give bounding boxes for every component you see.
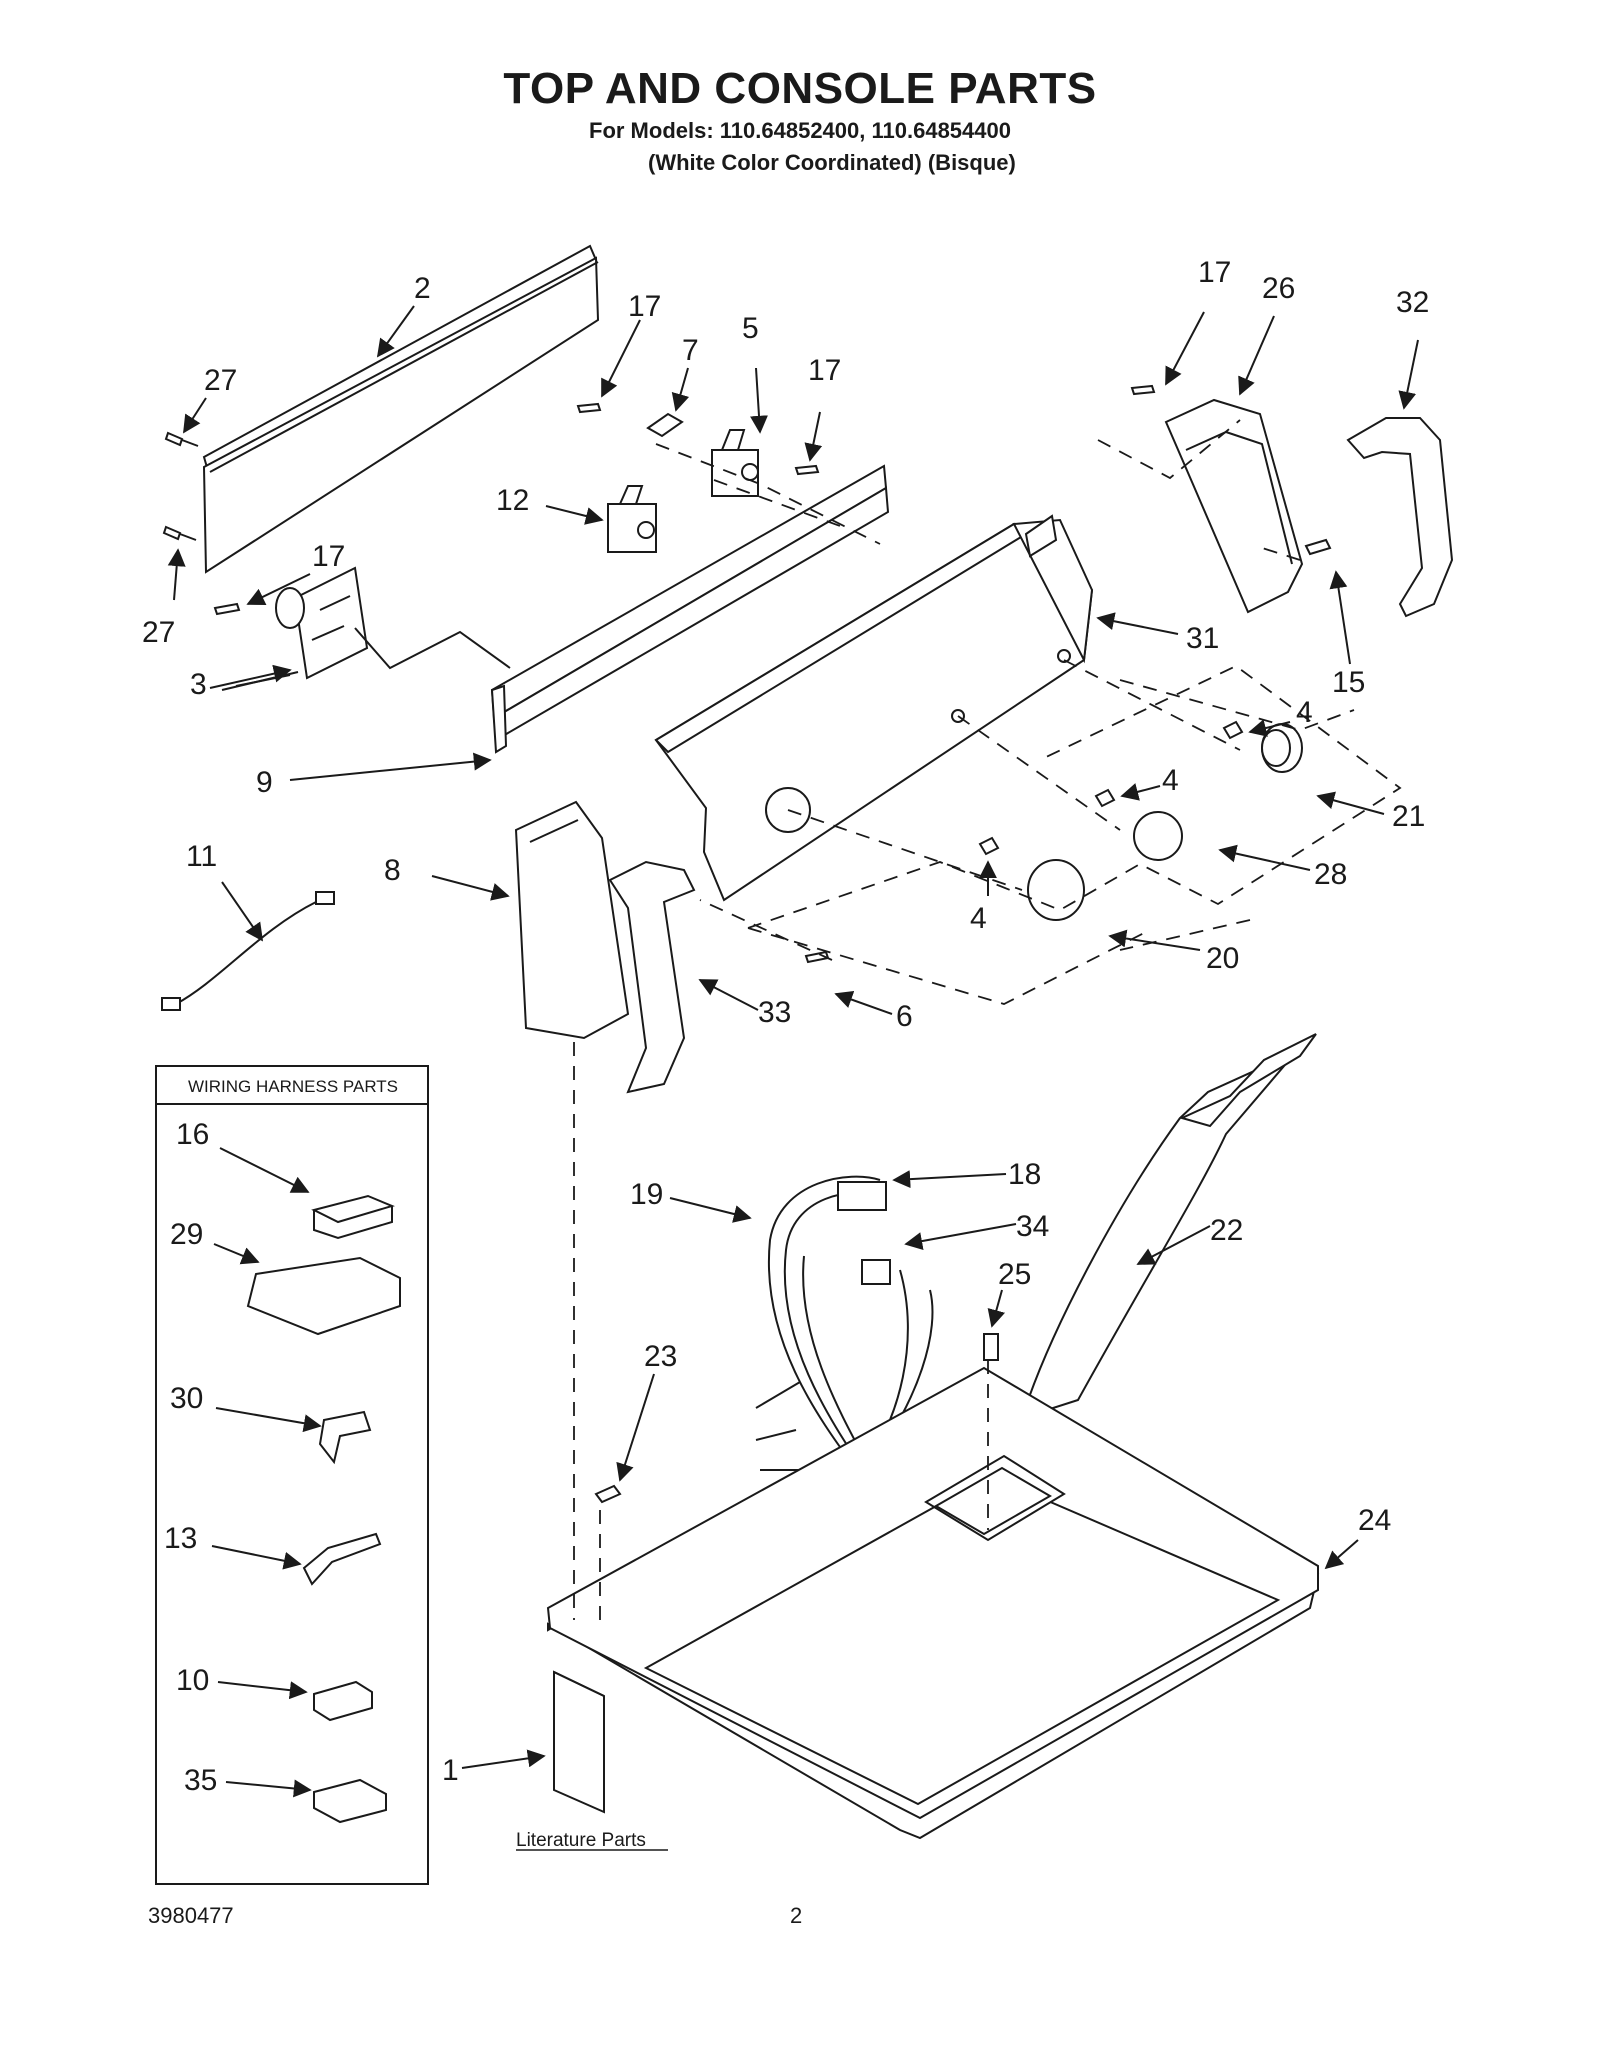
rear-panel-part xyxy=(202,244,600,574)
callout-7: 7 xyxy=(682,334,699,367)
callout-35: 35 xyxy=(184,1764,217,1797)
callout-3: 3 xyxy=(190,668,207,701)
document-number: 3980477 xyxy=(148,1903,234,1928)
callout-17: 17 xyxy=(628,290,661,323)
terminal-part xyxy=(861,1259,891,1285)
wire-part xyxy=(161,891,335,1011)
end-trim-part xyxy=(608,860,696,1094)
callout-21: 21 xyxy=(1392,800,1425,833)
callout-16: 16 xyxy=(176,1118,209,1151)
top-panel-part xyxy=(546,1366,1320,1840)
screw-part xyxy=(576,402,602,414)
callout-25: 25 xyxy=(998,1258,1031,1291)
callout-9: 9 xyxy=(256,766,273,799)
callout-arrows xyxy=(167,305,1419,1798)
callout-22: 22 xyxy=(1210,1214,1243,1247)
clip-part xyxy=(594,1484,622,1504)
callout-18: 18 xyxy=(1008,1158,1041,1191)
callout-6: 6 xyxy=(896,1000,913,1033)
end-cap-part xyxy=(514,800,630,1040)
end-cap-part xyxy=(1164,398,1304,614)
wiring-box-frame xyxy=(155,1065,429,1885)
screw-part xyxy=(162,431,199,541)
callout-4: 4 xyxy=(1162,764,1179,797)
lint-screen-part xyxy=(1020,1033,1317,1420)
callout-23: 23 xyxy=(644,1340,677,1373)
knob-part xyxy=(978,720,1303,921)
callout-11: 11 xyxy=(186,840,217,873)
literature-label: Literature Parts xyxy=(516,1830,646,1851)
callout-31: 31 xyxy=(1186,622,1219,655)
callout-17: 17 xyxy=(1198,256,1231,289)
callout-19: 19 xyxy=(630,1178,663,1211)
callout-8: 8 xyxy=(384,854,401,887)
literature-edge xyxy=(553,1671,605,1697)
callout-20: 20 xyxy=(1206,942,1239,975)
variants-line: (White Color Coordinated) (Bisque) xyxy=(648,150,1016,175)
clip-part xyxy=(646,412,684,438)
screw-part xyxy=(794,464,820,476)
console-part xyxy=(654,514,1094,902)
callout-5: 5 xyxy=(742,312,759,345)
switch-part xyxy=(607,429,759,553)
callout-33: 33 xyxy=(758,996,791,1029)
end-trim-part xyxy=(1346,417,1454,618)
callout-13: 13 xyxy=(164,1522,197,1555)
switch-part xyxy=(275,566,511,680)
callout-34: 34 xyxy=(1016,1210,1049,1243)
callout-24: 24 xyxy=(1358,1504,1391,1537)
wiring-box-heading: WIRING HARNESS PARTS xyxy=(188,1077,398,1096)
callout-29: 29 xyxy=(170,1218,203,1251)
callout-4: 4 xyxy=(1296,696,1313,729)
screw-part xyxy=(213,602,241,616)
callout-27: 27 xyxy=(142,616,175,649)
callout-2: 2 xyxy=(414,272,431,305)
screw-part xyxy=(983,1333,999,1361)
screw-part xyxy=(1304,538,1332,556)
callout-1: 1 xyxy=(442,1754,459,1787)
page-title: TOP AND CONSOLE PARTS xyxy=(503,64,1097,113)
connector-part xyxy=(246,1194,401,1824)
callout-28: 28 xyxy=(1314,858,1347,891)
callout-12: 12 xyxy=(496,484,529,517)
page-number: 2 xyxy=(790,1903,803,1928)
callout-10: 10 xyxy=(176,1664,209,1697)
callout-17: 17 xyxy=(312,540,345,573)
callout-26: 26 xyxy=(1262,272,1295,305)
callout-30: 30 xyxy=(170,1382,203,1415)
callout-15: 15 xyxy=(1332,666,1365,699)
models-line: For Models: 110.64852400, 110.64854400 xyxy=(589,118,1011,143)
callout-4: 4 xyxy=(970,902,987,935)
callout-17: 17 xyxy=(808,354,841,387)
screw-part xyxy=(1130,384,1156,396)
callout-32: 32 xyxy=(1396,286,1429,319)
callout-27: 27 xyxy=(204,364,237,397)
console-bracket-part xyxy=(490,464,890,754)
assembly-dashed-lines xyxy=(573,419,1402,1630)
